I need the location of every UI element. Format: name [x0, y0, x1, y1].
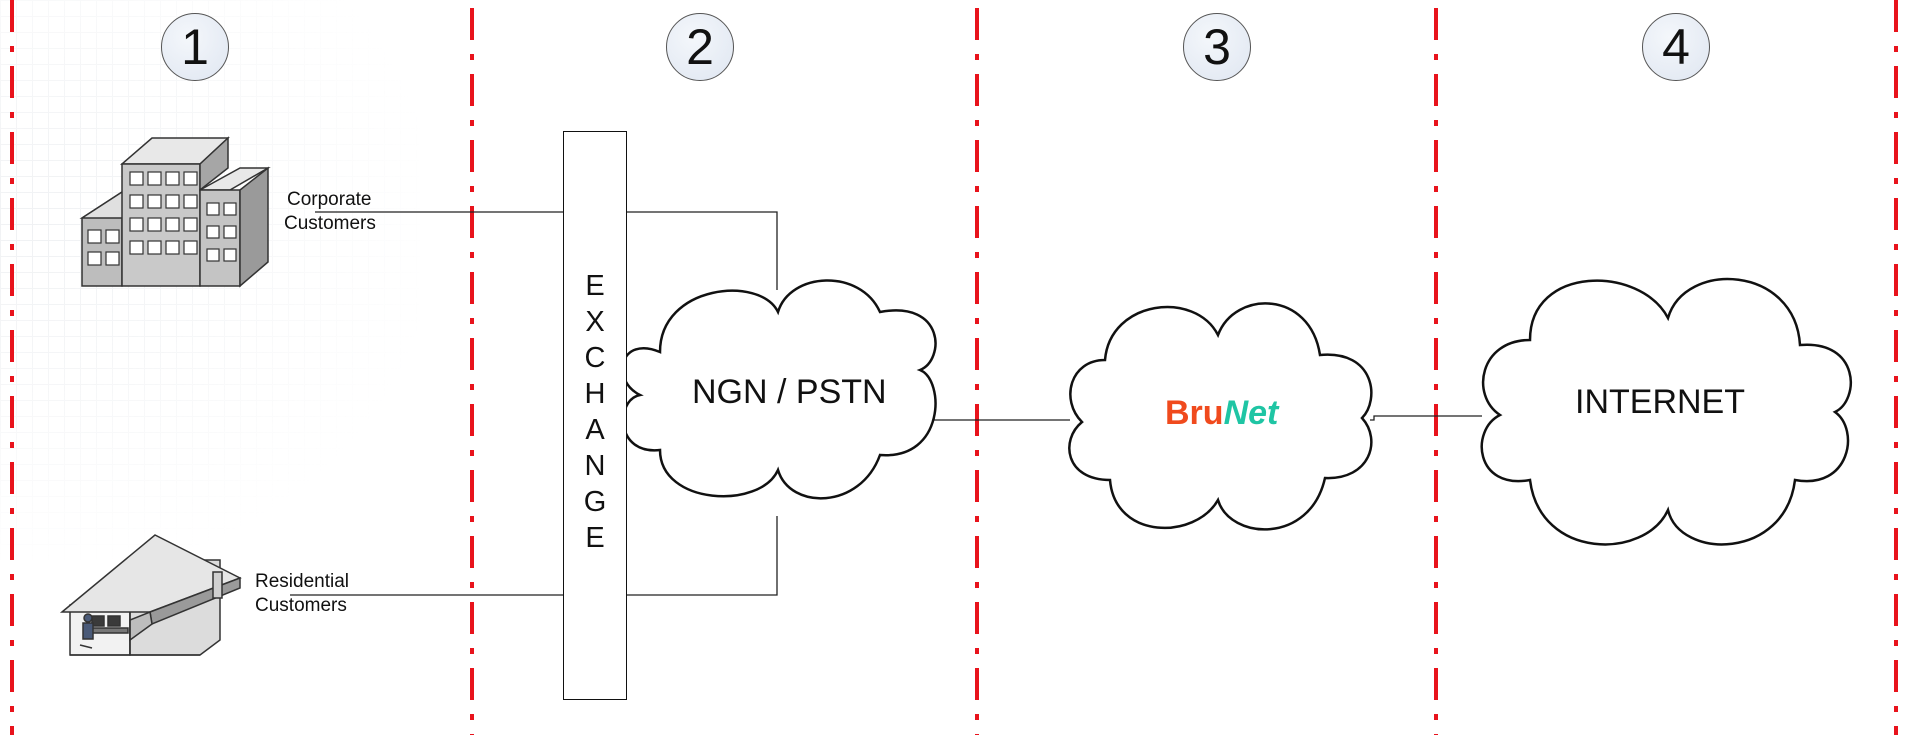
zone-dividers: [10, 0, 1898, 735]
residential-customers-label: Residential Customers: [255, 570, 349, 618]
internet-cloud: [1480, 277, 1853, 546]
corporate-label-line2: Customers: [284, 213, 376, 234]
brunet-label-bru: Bru: [1165, 394, 1224, 432]
exchange-letter: G: [583, 486, 607, 518]
exchange-to-ngn-bottom-line: [627, 516, 778, 596]
exchange-letter: H: [584, 378, 606, 410]
corporate-building-icon: [79, 136, 271, 288]
exchange-letter: X: [585, 306, 605, 338]
zone-number-1: 1: [161, 13, 229, 81]
corporate-customers-label: Corporate Customers: [284, 188, 376, 236]
zone-number-4: 4: [1642, 13, 1710, 81]
corporate-label-line1: Corporate: [287, 189, 372, 210]
residential-label-line2: Customers: [255, 595, 347, 616]
exchange-letter: E: [585, 522, 605, 554]
residential-label-line1: Residential: [255, 571, 349, 592]
exchange-to-ngn-top-line: [627, 211, 778, 290]
exchange-label: E X C H A N G E: [563, 268, 627, 556]
exchange-letter: E: [585, 270, 605, 302]
exchange-letter: A: [585, 414, 605, 446]
exchange-box: [563, 131, 627, 700]
brunet-label: BruNet: [1165, 394, 1278, 433]
zone-number-3: 3: [1183, 13, 1251, 81]
internet-label: INTERNET: [1575, 383, 1745, 421]
brunet-label-net: Net: [1223, 394, 1279, 432]
ngn-to-brunet-line: [930, 401, 1070, 421]
zone-number-2: 2: [666, 13, 734, 81]
exchange-letter: C: [584, 342, 606, 374]
brunet-cloud: [1068, 302, 1373, 531]
residential-house-icon: [59, 534, 242, 656]
brunet-to-internet-line: [1370, 415, 1482, 421]
exchange-letter: N: [584, 450, 606, 482]
ngn-pstn-label: NGN / PSTN: [692, 373, 887, 411]
